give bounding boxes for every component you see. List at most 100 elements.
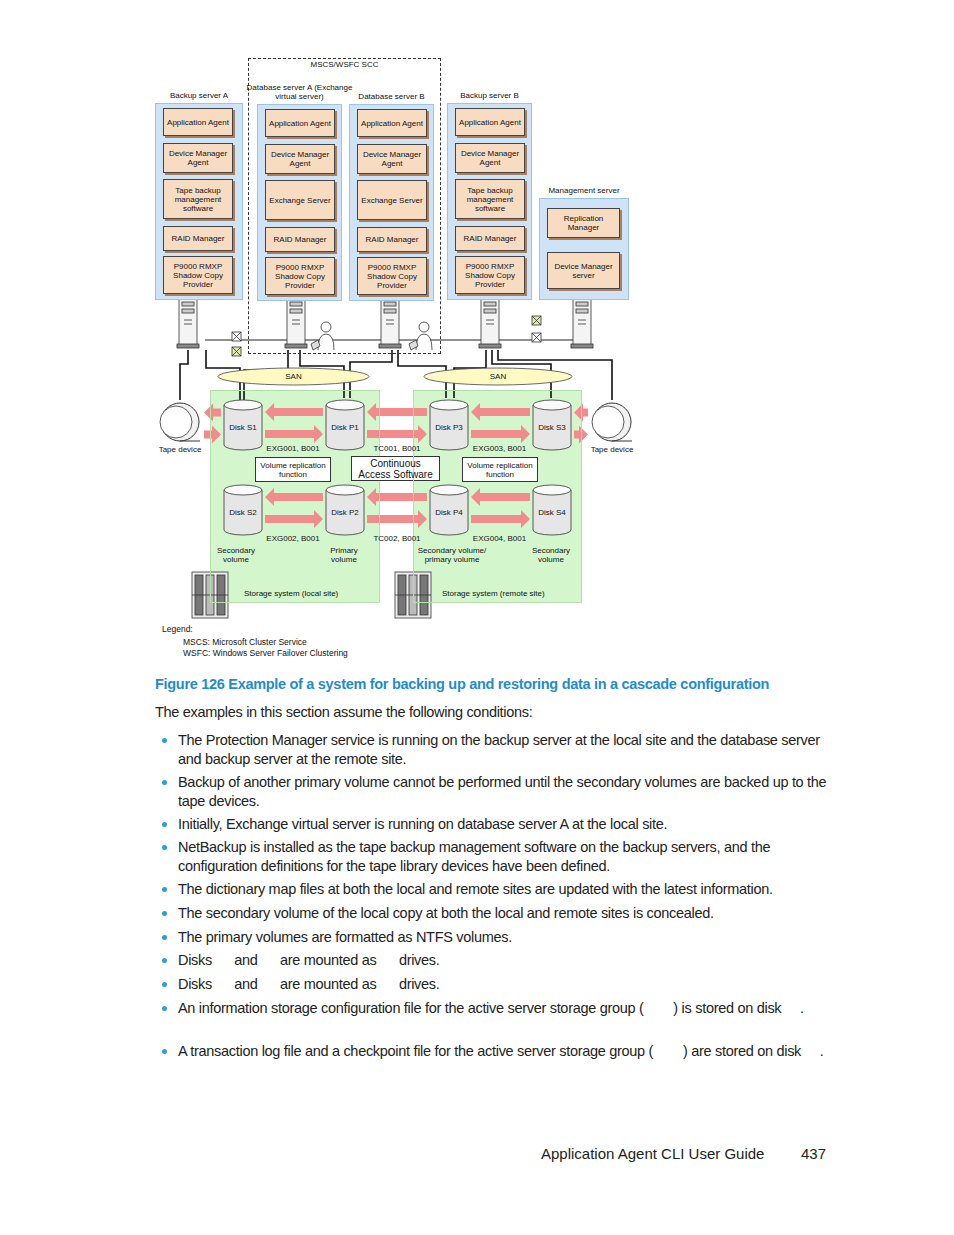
node-text: Application Agent <box>167 118 229 127</box>
node-text: Device Manager Agent <box>268 150 332 168</box>
node-text: Replication Manager <box>550 214 617 232</box>
disk-cylinder: Disk P1 <box>325 399 365 451</box>
node-text: P9000 RMXP Shadow Copy Provider <box>458 262 522 289</box>
bullet-item: Initially, Exchange virtual server is ru… <box>178 815 840 834</box>
replication-arrow <box>265 403 323 421</box>
diagram-label: MSCS: Microsoft Cluster Service <box>183 637 433 647</box>
disk-cylinder: Disk P3 <box>429 399 469 451</box>
node-text: Device Manager Agent <box>458 149 522 167</box>
software-box: RAID Manager <box>163 226 233 251</box>
node-text: Disk S1 <box>219 423 267 432</box>
diagram-label: EXG002, B001 <box>262 534 324 543</box>
disk-cylinder: Disk S4 <box>532 484 572 536</box>
storage-system: Storage system (remote site)Disk P3Disk … <box>413 390 582 603</box>
software-box: Tape backup management software <box>163 179 233 219</box>
node-text: Continuous Access Software <box>354 458 437 480</box>
replication-arrow <box>574 426 588 444</box>
node-text: SAN <box>217 367 370 386</box>
node-text: Disk P4 <box>425 508 473 517</box>
cluster-boundary: MSCS/WSFC SCCDatabase server A (Exchange… <box>248 58 441 354</box>
bullet-item: The dictionary map files at both the loc… <box>178 880 840 899</box>
diagram-label: Legend: <box>162 624 242 634</box>
software-box: Application Agent <box>265 109 335 137</box>
node-text: Application Agent <box>459 118 521 127</box>
software-box: P9000 RMXP Shadow Copy Provider <box>163 256 233 294</box>
replication-arrow <box>265 510 323 528</box>
heading-text: Management server <box>528 186 640 195</box>
bullet-item: NetBackup is installed as the tape backu… <box>178 838 840 876</box>
remote-site-ground <box>413 390 582 603</box>
bullet-item: The Protection Manager service is runnin… <box>178 731 840 769</box>
node-text: Disk P2 <box>321 508 369 517</box>
software-box: Device Manager Agent <box>455 143 525 173</box>
node-text: Tape backup management software <box>458 186 522 213</box>
replication-arrow <box>204 404 221 422</box>
bullet-item: The secondary volume of the local copy a… <box>178 904 840 923</box>
bullet-item: An information storage configuration fil… <box>178 999 840 1018</box>
software-box: RAID Manager <box>265 227 335 252</box>
software-box: Device Manager Agent <box>357 144 427 174</box>
disk-cylinder: Disk P4 <box>429 484 469 536</box>
node-text: RAID Manager <box>172 234 225 243</box>
tape-device: Tape device <box>158 400 202 462</box>
software-box: P9000 RMXP Shadow Copy Provider <box>265 257 335 295</box>
replication-arrow <box>367 425 427 443</box>
software-box: Application Agent <box>163 108 233 136</box>
footer-text: 437 <box>801 1144 826 1163</box>
local-site-ground <box>210 390 380 603</box>
bullet-item: Disks and are mounted as drives. <box>178 951 840 970</box>
replication-arrow <box>367 403 427 421</box>
software-box: Device Manager server <box>547 252 620 289</box>
node-text: P9000 RMXP Shadow Copy Provider <box>360 263 424 290</box>
server-panel: Management serverReplication ManagerDevi… <box>539 198 629 300</box>
server-panel: Database server BApplication AgentDevice… <box>349 104 434 301</box>
node-text: Disk P3 <box>425 423 473 432</box>
software-box: Device Manager Agent <box>163 143 233 173</box>
software-box: P9000 RMXP Shadow Copy Provider <box>357 257 427 295</box>
diagram-label: TC001, B001 <box>366 444 428 453</box>
disk-cylinder: Disk S1 <box>223 399 263 451</box>
node-text: Exchange Server <box>269 196 330 205</box>
replication-arrow <box>204 426 221 444</box>
bullet-item: Backup of another primary volume cannot … <box>178 773 840 811</box>
replication-arrow <box>367 510 427 528</box>
figure-caption: Figure 126 Example of a system for backi… <box>155 675 875 694</box>
software-box: RAID Manager <box>357 227 427 252</box>
tape-device: Tape device <box>590 400 634 462</box>
node-text: Disk S4 <box>528 508 576 517</box>
function-box: Volume replication function <box>462 457 538 482</box>
replication-arrow <box>367 488 427 506</box>
replication-arrow <box>471 403 530 421</box>
diagram-label: EXG004, B001 <box>468 534 531 543</box>
node-text: RAID Manager <box>274 235 327 244</box>
san-cables <box>180 350 612 400</box>
heading-text: Backup server B <box>436 91 543 100</box>
footer-text: Application Agent CLI User Guide <box>541 1144 764 1163</box>
node-text: Volume replication function <box>258 461 328 479</box>
software-box: Tape backup management software <box>455 179 525 219</box>
server-towers <box>177 298 593 348</box>
software-box: Application Agent <box>357 109 427 137</box>
node-text: P9000 RMXP Shadow Copy Provider <box>166 262 230 289</box>
heading-text: Backup server A <box>144 91 254 100</box>
bullet-item: Disks and are mounted as drives. <box>178 975 840 994</box>
disk-cylinder: Disk P2 <box>325 484 365 536</box>
heading-text: Database server B <box>338 92 445 101</box>
operator-icons <box>311 322 432 350</box>
body-text: The examples in this section assume the … <box>155 703 835 722</box>
storage-racks <box>192 572 431 618</box>
node-text: Device Manager Agent <box>166 149 230 167</box>
node-text: Application Agent <box>361 119 423 128</box>
node-text: Storage system (remote site) <box>442 589 545 598</box>
software-box: RAID Manager <box>455 226 525 251</box>
server-panel: Database server A (Exchange virtual serv… <box>257 104 342 301</box>
node-text: Disk S3 <box>528 423 576 432</box>
node-text: RAID Manager <box>464 234 517 243</box>
diagram-label: Secondary volume <box>210 546 262 564</box>
bullet-item: A transaction log file and a checkpoint … <box>178 1042 840 1061</box>
server-panel: Backup server AApplication AgentDevice M… <box>155 103 243 300</box>
node-text: Volume replication function <box>465 461 535 479</box>
storage-system: Storage system (local site)Disk S1Disk P… <box>210 390 380 603</box>
san-ellipse: SAN <box>217 367 370 386</box>
